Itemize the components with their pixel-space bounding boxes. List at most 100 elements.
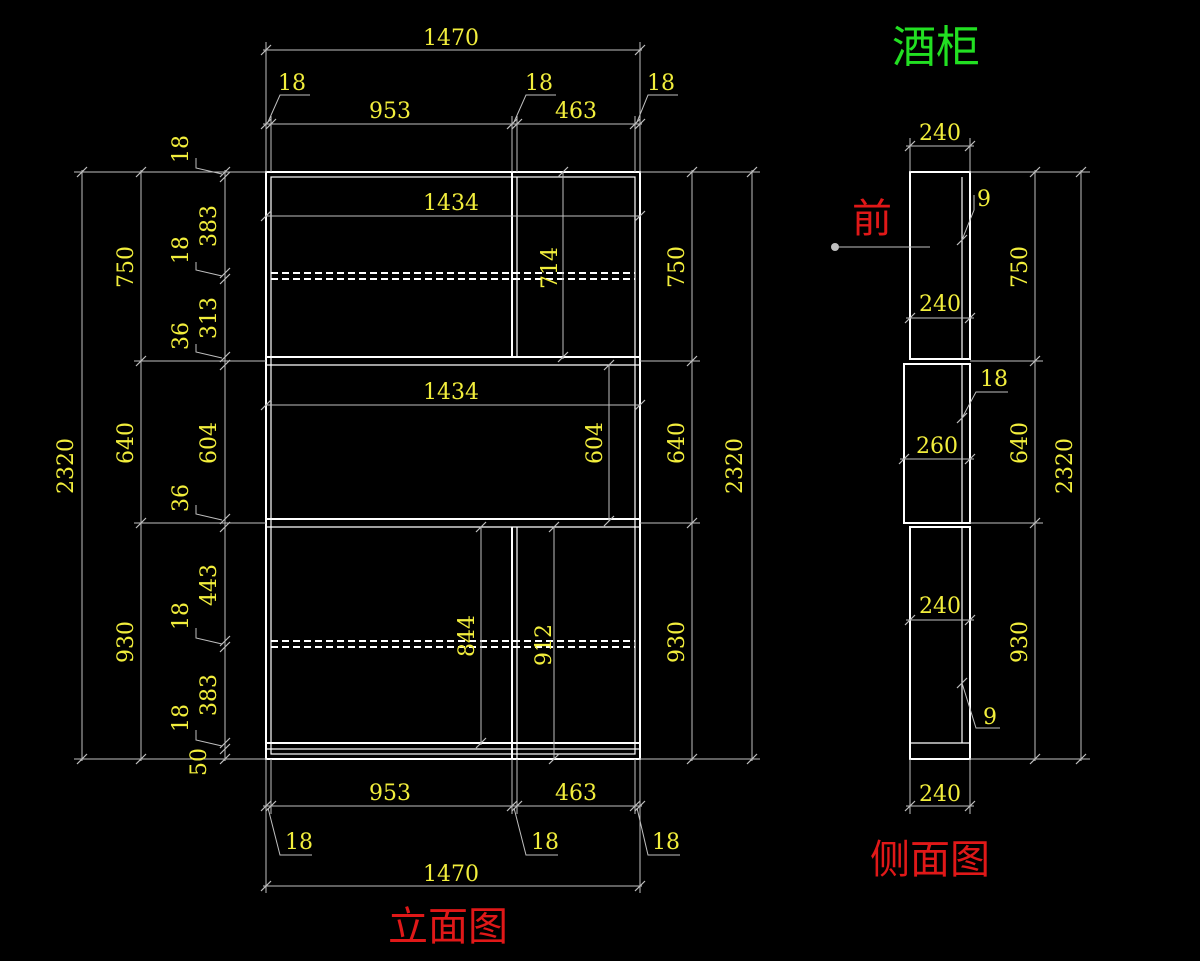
dim-bottom-gap-1: 18 xyxy=(285,830,313,855)
dim-inner-width-middle: 1434 xyxy=(423,380,479,405)
leader xyxy=(513,807,558,856)
leader xyxy=(195,262,223,277)
leader xyxy=(961,195,975,241)
tick xyxy=(898,453,910,465)
tick xyxy=(475,737,487,749)
tick xyxy=(956,412,968,424)
dim-inner-height-lower-left: 844 xyxy=(455,615,480,657)
dim-left-detail-12: 50 xyxy=(187,748,212,776)
tick xyxy=(219,351,231,363)
tick xyxy=(219,171,231,183)
tick xyxy=(219,641,231,653)
dim-bottom-part-2: 463 xyxy=(555,781,597,806)
side-section-1: 750 xyxy=(1008,246,1033,288)
dim-left-detail-8: 443 xyxy=(197,564,222,606)
tick xyxy=(135,166,147,178)
tick xyxy=(260,210,272,222)
tick xyxy=(219,166,231,178)
dim-right-section-1: 750 xyxy=(665,246,690,288)
side-width-1: 240 xyxy=(919,121,961,146)
tick xyxy=(634,118,646,130)
dim-top-part-1: 953 xyxy=(369,99,411,124)
tick xyxy=(506,118,518,130)
tick xyxy=(634,44,646,56)
front-label: 前 xyxy=(852,196,892,242)
side-total: 2320 xyxy=(1053,438,1078,494)
tick xyxy=(904,800,916,812)
dim-top-gap-3: 18 xyxy=(647,71,675,96)
tick xyxy=(135,753,147,765)
tick xyxy=(219,513,231,525)
leader xyxy=(636,807,680,856)
dim-left-section-1: 750 xyxy=(114,246,139,288)
side-callout-2: 18 xyxy=(980,367,1008,392)
side-lower-box xyxy=(909,526,971,760)
dim-inner-height-lower-right: 912 xyxy=(532,624,557,666)
tick xyxy=(219,273,231,285)
tick xyxy=(265,800,277,812)
dim-inner-height-upper-right: 714 xyxy=(538,247,563,289)
leader xyxy=(195,344,223,359)
leader xyxy=(195,628,223,645)
dim-bottom-gap-2: 18 xyxy=(531,830,559,855)
leader xyxy=(267,94,310,123)
dim-left-detail-1: 18 xyxy=(169,135,194,163)
dim-left-detail-2: 383 xyxy=(197,205,222,247)
dim-right-section-2: 640 xyxy=(665,422,690,464)
leader xyxy=(961,391,1008,419)
side-width-2: 240 xyxy=(919,292,961,317)
tick xyxy=(219,743,231,755)
side-width-3: 260 xyxy=(916,434,958,459)
tick xyxy=(1029,355,1041,367)
tick xyxy=(260,118,272,130)
side-upper-box xyxy=(909,171,971,360)
tick xyxy=(1029,166,1041,178)
dim-top-gap-2: 18 xyxy=(525,71,553,96)
dim-bottom-gap-3: 18 xyxy=(652,830,680,855)
tick xyxy=(629,800,641,812)
tick xyxy=(603,515,615,527)
dim-inner-width-upper: 1434 xyxy=(423,191,479,216)
tick xyxy=(219,359,231,371)
dim-left-detail-9: 18 xyxy=(169,602,194,630)
tick xyxy=(746,166,758,178)
tick xyxy=(557,166,569,178)
tick xyxy=(219,521,231,533)
tick xyxy=(686,355,698,367)
dim-left-detail-6: 604 xyxy=(197,422,222,464)
dim-right-total: 2320 xyxy=(723,438,748,494)
tick xyxy=(904,140,916,152)
dim-top-gap-1: 18 xyxy=(278,71,306,96)
leader xyxy=(195,730,223,747)
tick xyxy=(1075,166,1087,178)
tick xyxy=(686,166,698,178)
dim-left-detail-11: 18 xyxy=(169,704,194,732)
leader xyxy=(195,158,223,175)
side-section-2: 640 xyxy=(1008,422,1033,464)
tick xyxy=(746,753,758,765)
dim-left-detail-5: 36 xyxy=(169,322,194,350)
tick xyxy=(548,521,560,533)
drawing-title: 酒柜 xyxy=(892,22,980,73)
tick xyxy=(511,118,523,130)
tick xyxy=(603,359,615,371)
tick xyxy=(964,312,976,324)
tick xyxy=(260,800,272,812)
tick xyxy=(1075,753,1087,765)
tick xyxy=(956,234,968,246)
dim-bottom-overall: 1470 xyxy=(423,862,479,887)
dim-top-part-2: 463 xyxy=(555,99,597,124)
leader xyxy=(195,505,223,521)
tick xyxy=(956,677,968,689)
side-width-4: 240 xyxy=(919,594,961,619)
tick xyxy=(265,118,277,130)
tick xyxy=(511,800,523,812)
tick xyxy=(219,753,231,765)
side-label: 侧面图 xyxy=(870,837,990,883)
tick xyxy=(964,800,976,812)
side-section-3: 930 xyxy=(1008,621,1033,663)
tick xyxy=(1029,517,1041,529)
side-middle-box xyxy=(903,363,971,524)
dim-left-section-2: 640 xyxy=(114,422,139,464)
